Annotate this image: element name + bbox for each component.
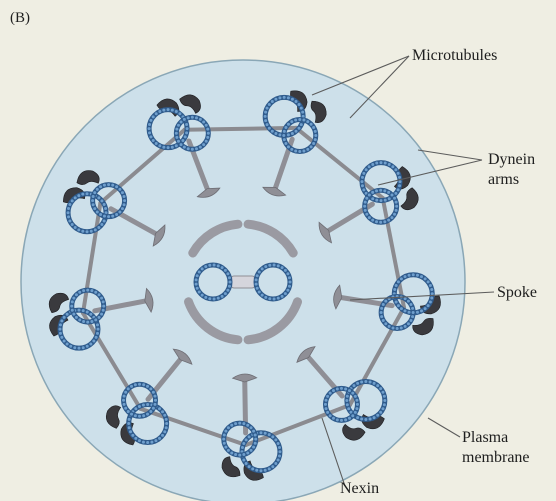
label-dynein-arms: Dynein arms: [488, 150, 535, 190]
label-dynein-line2: arms: [488, 170, 535, 190]
label-plasma-line1: Plasma: [462, 428, 530, 448]
nexin-link: [185, 128, 297, 130]
central-bridge: [231, 276, 255, 288]
panel-label: (B): [10, 8, 30, 28]
label-nexin: Nexin: [340, 479, 379, 499]
label-dynein-line1: Dynein: [488, 150, 535, 170]
label-plasma-line2: membrane: [462, 448, 530, 468]
label-plasma-membrane: Plasma membrane: [462, 428, 530, 468]
label-spoke: Spoke: [497, 283, 537, 303]
leader-plasma: [428, 418, 460, 437]
leader-microtubules-1: [312, 56, 409, 95]
label-microtubules: Microtubules: [412, 46, 497, 66]
